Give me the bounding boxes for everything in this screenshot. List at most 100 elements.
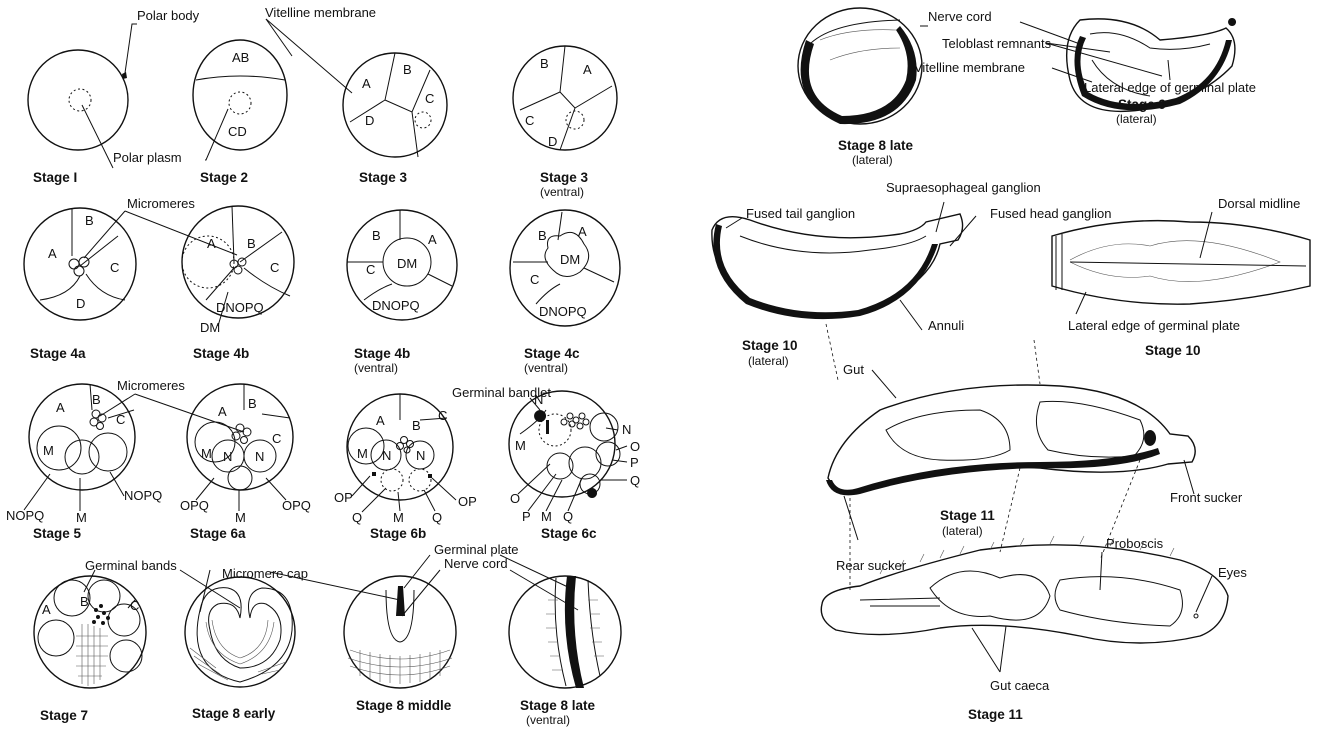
stage-caption: Stage 10 — [1145, 343, 1201, 358]
cell-label: C — [530, 272, 539, 287]
stage-caption: Stage 9 — [1118, 97, 1166, 112]
label-nerve-cord: Nerve cord — [444, 556, 508, 571]
cell-label: C — [270, 260, 279, 275]
cell-label: C — [525, 113, 534, 128]
cell-label: B — [92, 392, 101, 407]
cell-label: A — [218, 404, 227, 419]
cell-label: P — [522, 509, 531, 524]
cell-label: OP — [334, 490, 353, 505]
stage-4c-ventral-embryo: B A DM C DNOPQ — [510, 210, 620, 326]
cell-label: A — [376, 413, 385, 428]
stage-10-dorsal-embryo — [1052, 221, 1310, 305]
stage-subcaption: (lateral) — [1116, 112, 1157, 126]
cell-label: DNOPQ — [539, 304, 587, 319]
cell-label: B — [540, 56, 549, 71]
stage-10-lateral-embryo — [712, 214, 963, 319]
cell-label: C — [366, 262, 375, 277]
cell-label: A — [42, 602, 51, 617]
stage-caption: Stage 8 late — [520, 698, 596, 713]
stage-caption: Stage 8 early — [192, 706, 276, 721]
stage-caption: Stage 3 — [359, 170, 408, 185]
label-rear-sucker: Rear sucker — [836, 558, 907, 573]
stage-caption: Stage 2 — [200, 170, 248, 185]
stage-caption: Stage 5 — [33, 526, 82, 541]
stage-5-embryo: A B C M NOPQ NOPQ M — [6, 384, 162, 525]
stage-11-lateral-embryo — [826, 385, 1195, 495]
stage-7-embryo: A B C — [34, 576, 146, 688]
label-supraesophageal-ganglion: Supraesophageal ganglion — [886, 180, 1041, 195]
cell-label: N — [416, 448, 425, 463]
stage-8-late-lateral-embryo — [798, 8, 922, 124]
stage-8-middle-embryo — [344, 576, 456, 688]
cell-label: M — [43, 443, 54, 458]
label-gut-caeca: Gut caeca — [990, 678, 1050, 693]
cell-label: OP — [458, 494, 477, 509]
cell-label: D — [76, 296, 85, 311]
label-micromere-cap: Micromere cap — [222, 566, 308, 581]
stage-caption: Stage 4b — [354, 346, 410, 361]
cell-label: A — [56, 400, 65, 415]
stage-subcaption: (ventral) — [524, 361, 568, 375]
cell-label: D — [548, 134, 557, 149]
cell-label: CD — [228, 124, 247, 139]
stage-1-embryo — [28, 50, 128, 150]
label-vitelline-membrane: Vitelline membrane — [265, 5, 376, 20]
label-lateral-edge: Lateral edge of germinal plate — [1084, 80, 1256, 95]
cell-label: P — [630, 455, 639, 470]
cell-label: DNOPQ — [372, 298, 420, 313]
cell-label: OPQ — [282, 498, 311, 513]
label-dorsal-midline: Dorsal midline — [1218, 196, 1300, 211]
stage-6b-embryo: A B C M N N OP OP Q M Q — [334, 394, 477, 525]
cell-label: Q — [432, 510, 442, 525]
cell-label: AB — [232, 50, 249, 65]
stage-caption: Stage 10 — [742, 338, 798, 353]
label-eyes: Eyes — [1218, 565, 1247, 580]
stage-subcaption: (ventral) — [526, 713, 570, 727]
cell-label: C — [272, 431, 281, 446]
cell-label: DM — [200, 320, 220, 335]
cell-label: OPQ — [180, 498, 209, 513]
cell-label: C — [116, 412, 125, 427]
cell-label: O — [630, 439, 640, 454]
stage-caption: Stage 11 — [940, 508, 995, 523]
label-nerve-cord: Nerve cord — [928, 9, 992, 24]
cell-label: M — [515, 438, 526, 453]
stage-3-ventral-embryo: B A C D — [513, 46, 617, 150]
cell-label: A — [583, 62, 592, 77]
stage-caption: Stage 8 late — [838, 138, 914, 153]
cell-label: B — [538, 228, 547, 243]
stage-11-embryo — [821, 536, 1228, 643]
cell-label: N — [255, 449, 264, 464]
stage-subcaption: (ventral) — [540, 185, 584, 199]
label-annuli: Annuli — [928, 318, 964, 333]
cell-label: B — [85, 213, 94, 228]
right-panel: Nerve cord Teloblast remnants Vitelline … — [712, 8, 1310, 722]
cell-label: N — [622, 422, 631, 437]
stage-caption: Stage 3 — [540, 170, 589, 185]
cell-label: B — [412, 418, 421, 433]
label-germinal-bands: Germinal bands — [85, 558, 177, 573]
cell-label: NOPQ — [124, 488, 162, 503]
label-vitelline-membrane: Vitelline membrane — [914, 60, 1025, 75]
stage-caption: Stage 11 — [968, 707, 1023, 722]
cell-label: Q — [352, 510, 362, 525]
stage-caption: Stage 6a — [190, 526, 246, 541]
label-gut: Gut — [843, 362, 864, 377]
cell-label: A — [578, 224, 587, 239]
stage-3-embryo: A B C D — [343, 53, 447, 157]
cell-label: DM — [560, 252, 580, 267]
label-micromeres: Micromeres — [117, 378, 185, 393]
label-polar-plasm: Polar plasm — [113, 150, 182, 165]
cell-label: C — [425, 91, 434, 106]
cell-label: Q — [563, 509, 573, 524]
cell-label: B — [80, 594, 89, 609]
label-teloblast-remnants: Teloblast remnants — [942, 36, 1052, 51]
cell-label: C — [438, 408, 447, 423]
cell-label: Q — [630, 473, 640, 488]
cell-label: M — [235, 510, 246, 525]
stage-6a-embryo: A B C M N N OPQ OPQ M — [180, 384, 311, 525]
stage-8-early-embryo — [185, 577, 295, 687]
label-fused-head-ganglion: Fused head ganglion — [990, 206, 1111, 221]
label-lateral-edge: Lateral edge of germinal plate — [1068, 318, 1240, 333]
